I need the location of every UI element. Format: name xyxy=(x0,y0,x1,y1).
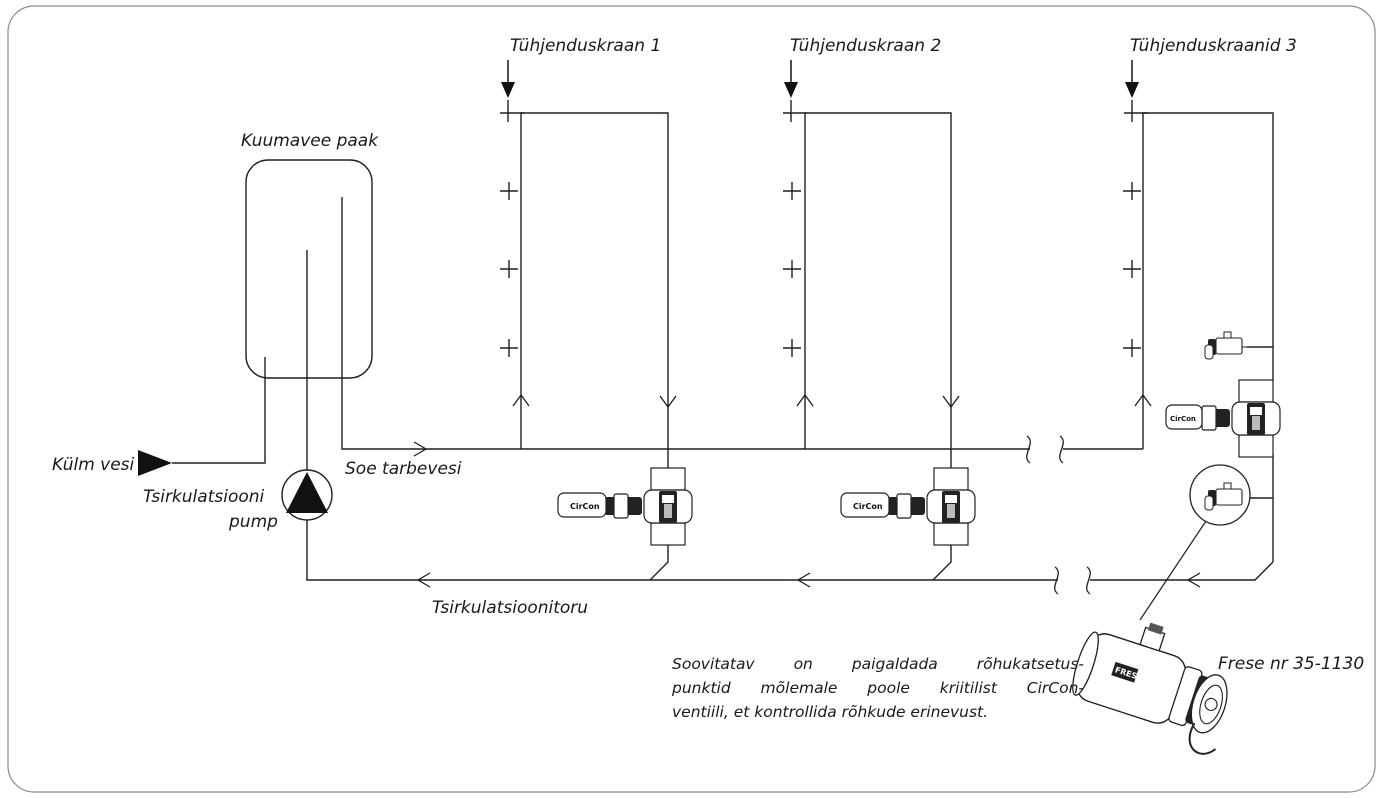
riser-2-to-circulation xyxy=(932,545,952,581)
frame-border xyxy=(7,5,1376,793)
test-point-large-icon: FRESE xyxy=(1072,622,1228,755)
pipe-break-return-left xyxy=(1054,566,1059,595)
flow-arrow-return-3-icon xyxy=(1186,572,1201,588)
label-product-number: Frese nr 35-1130 xyxy=(1218,654,1364,674)
drain-arrow-3-icon xyxy=(1125,60,1139,98)
label-cold-water: Külm vesi xyxy=(52,455,135,475)
leader-line xyxy=(1139,520,1207,621)
drain-arrow-2-icon xyxy=(784,60,798,98)
label-drain-valve-1: Tühjenduskraan 1 xyxy=(510,36,661,56)
pump-triangle-icon xyxy=(286,472,328,513)
test-point-upper-icon xyxy=(1204,331,1247,360)
pipe-break-supply-right xyxy=(1059,435,1064,464)
circulation-pipe xyxy=(306,520,1058,581)
note-line-1: Soovitatav on paigaldada rõhukatsetus- xyxy=(672,655,1084,673)
riser-3 xyxy=(1090,100,1274,581)
pipe-break-supply-left xyxy=(1026,435,1031,464)
label-pump-line1: Tsirkulatsiooni xyxy=(143,487,265,507)
label-hot-tap-water: Soe tarbevesi xyxy=(345,459,462,479)
svg-text:CirCon: CirCon xyxy=(1170,415,1196,423)
riser-1 xyxy=(500,100,677,468)
circon-valve-3-icon: CirCon xyxy=(1165,379,1281,458)
installation-note: Soovitatav on paigaldada rõhukatsetus- p… xyxy=(672,652,1084,724)
svg-text:CirCon: CirCon xyxy=(570,502,600,511)
circon-valve-1-icon: CirCon xyxy=(557,467,693,546)
svg-text:CirCon: CirCon xyxy=(853,502,883,511)
hot-water-tank xyxy=(245,159,373,379)
pipe-break-return-right xyxy=(1086,566,1091,595)
riser-1-to-circulation xyxy=(649,545,669,581)
label-drain-valves-3: Tühjenduskraanid 3 xyxy=(1130,36,1297,56)
circon-valve-2-icon: CirCon xyxy=(840,467,976,546)
note-line-3: ventiili, et kontrollida rõhkude erinevu… xyxy=(672,703,989,721)
drain-arrow-1-icon xyxy=(501,60,515,98)
test-point-lower-icon xyxy=(1204,482,1243,511)
hot-outlet-pipe xyxy=(341,197,1030,450)
label-hot-water-tank: Kuumavee paak xyxy=(241,131,379,151)
label-pump-line2: pump xyxy=(228,512,278,532)
label-circulation-pipe: Tsirkulatsioonitoru xyxy=(432,598,588,618)
flow-arrow-return-2-icon xyxy=(796,572,811,588)
cold-inlet-pipe xyxy=(172,357,266,464)
riser-2 xyxy=(783,100,960,468)
flow-arrow-supply-1-icon xyxy=(413,441,428,457)
label-drain-valve-2: Tühjenduskraan 2 xyxy=(790,36,941,56)
flow-arrow-return-1-icon xyxy=(416,572,431,588)
note-line-2: punktid mõlemale poole kriitilist CirCon… xyxy=(672,679,1084,697)
cold-water-arrow-icon xyxy=(138,450,172,476)
